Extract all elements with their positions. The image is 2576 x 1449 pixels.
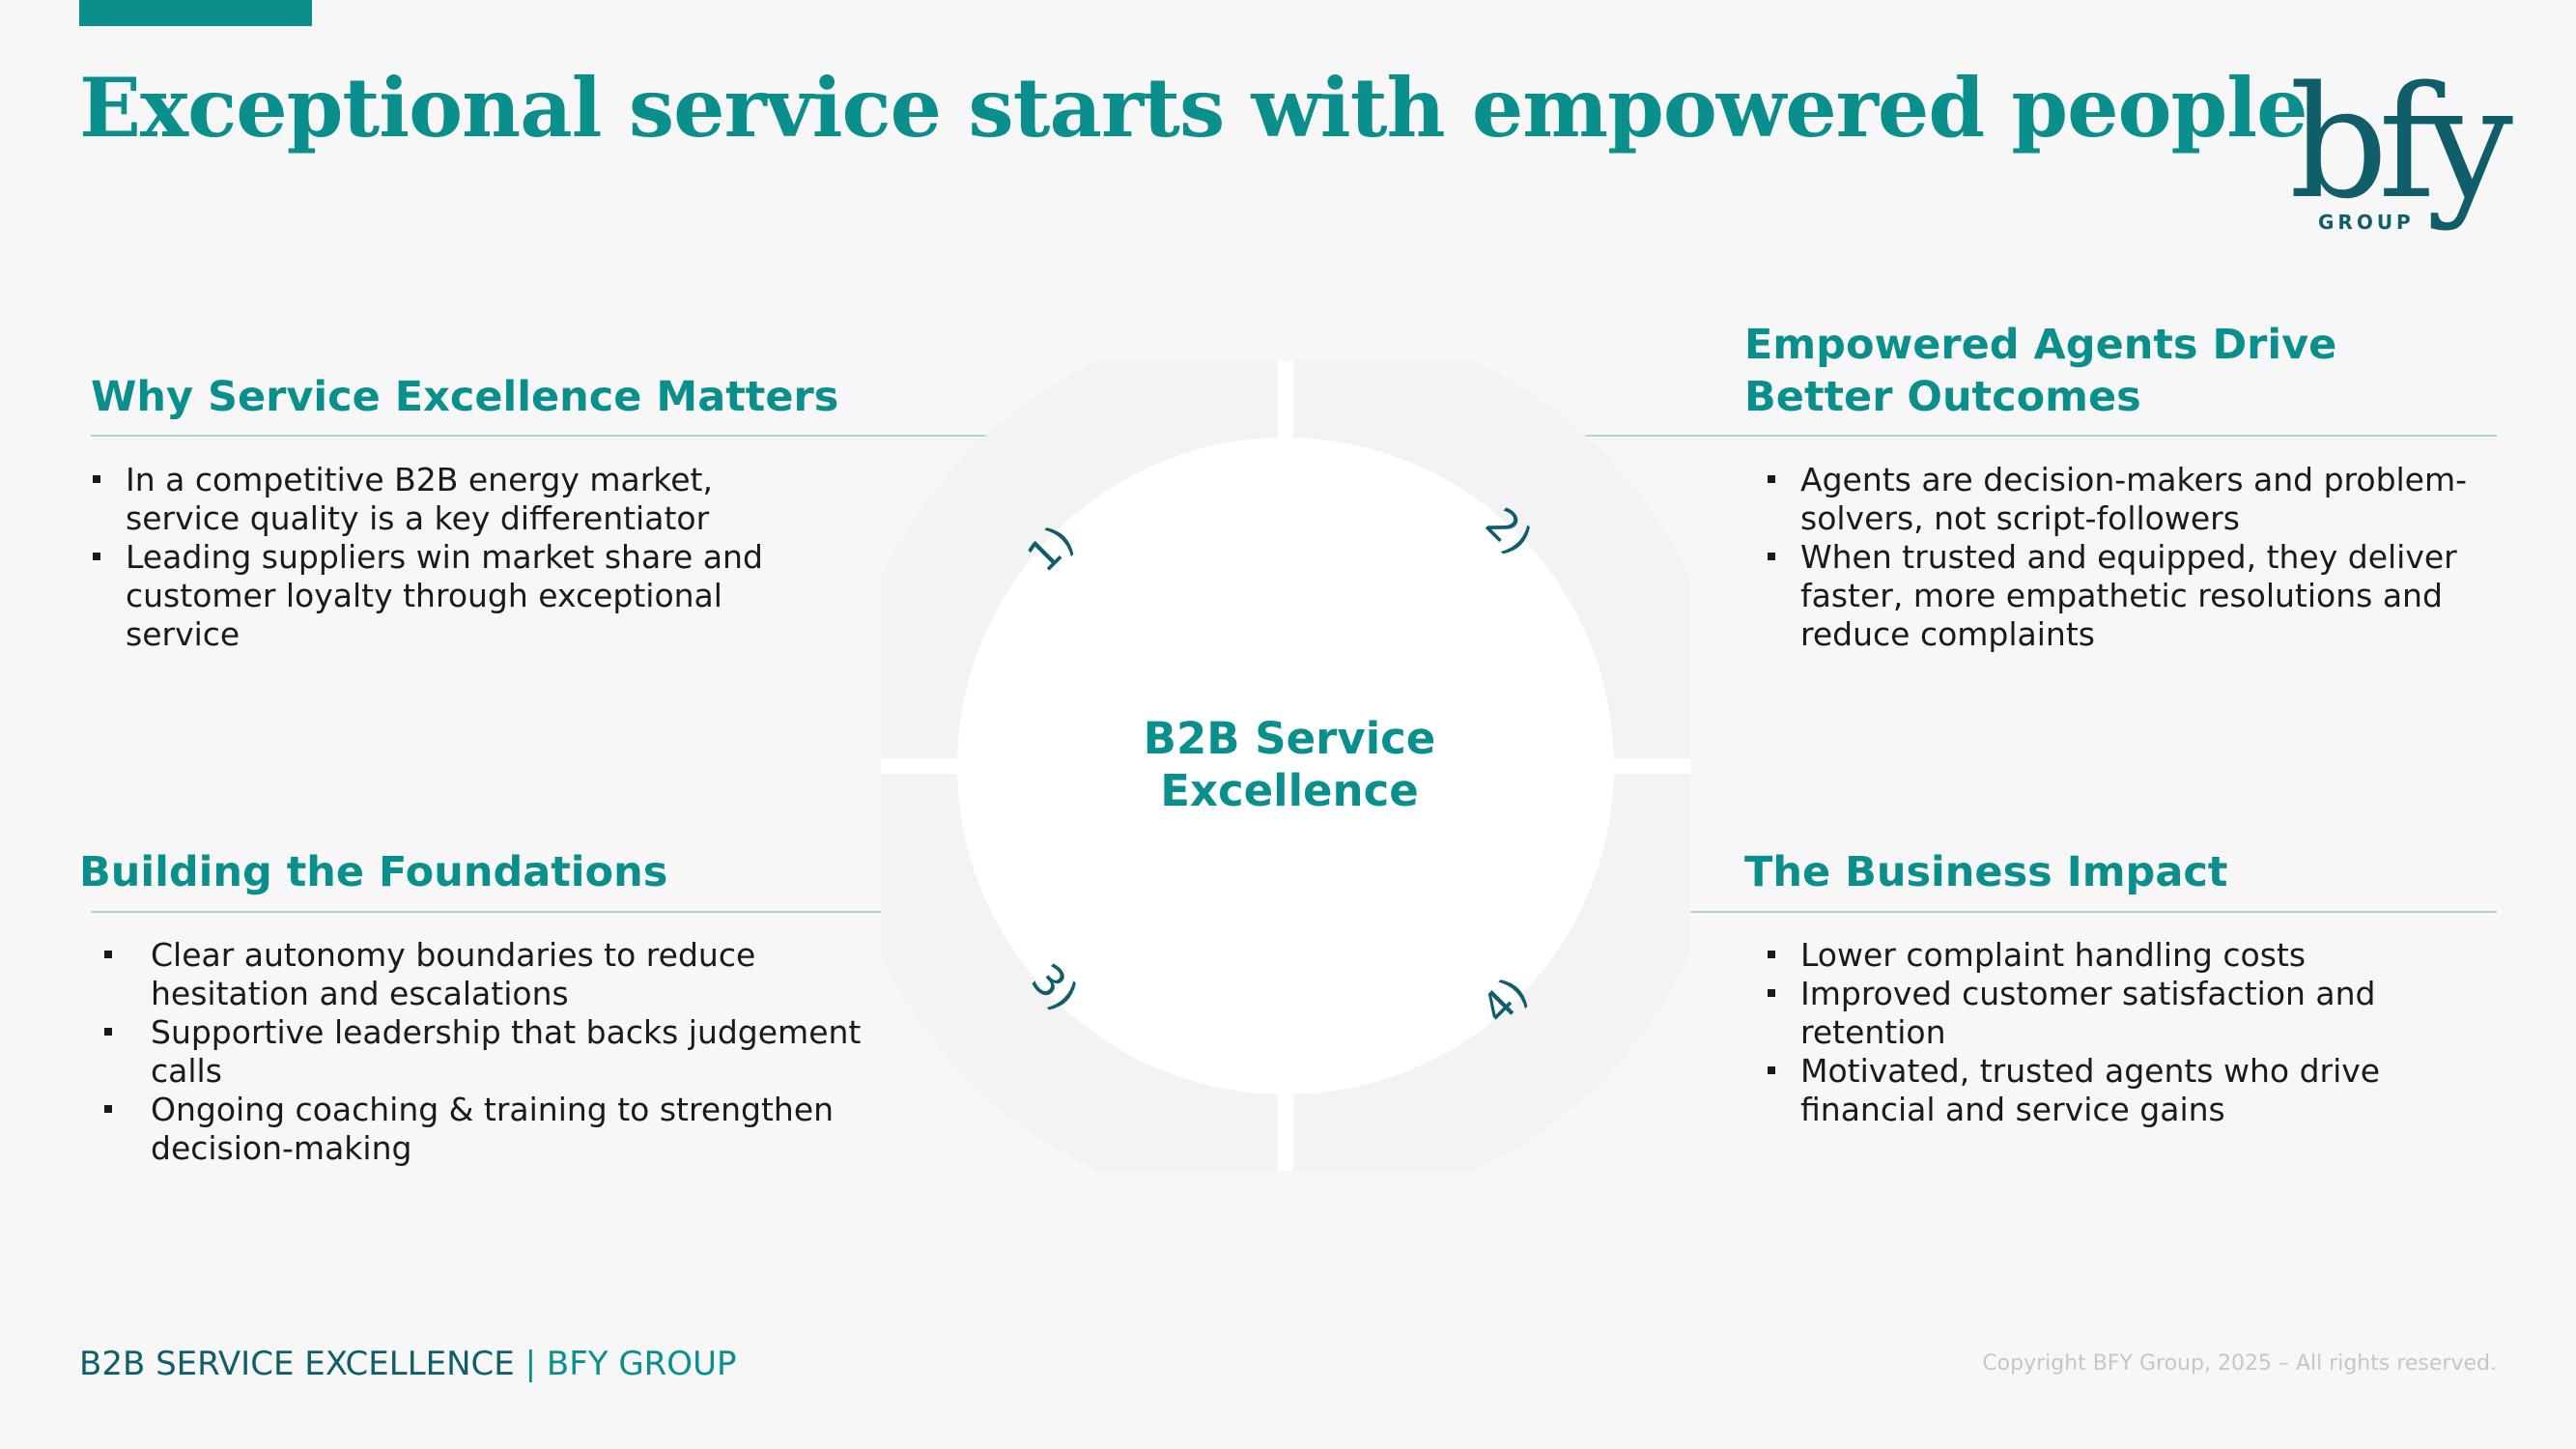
list-item: Ongoing coaching & training to strengthe… <box>91 1091 873 1168</box>
section-title-why: Why Service Excellence Matters <box>91 373 839 421</box>
section-title-impact: The Business Impact <box>1744 848 2228 896</box>
section-rule-agents <box>1516 435 2497 437</box>
quadrant-segment-1 <box>881 361 1287 767</box>
quadrant-segment-2 <box>1285 361 1690 767</box>
quadrant-segments <box>881 361 1690 1171</box>
bfy-logo: bfy GROUP <box>2289 52 2513 240</box>
center-label: B2B Service Excellence <box>1091 713 1487 817</box>
list-item: Clear autonomy boundaries to reduce hesi… <box>91 936 873 1013</box>
section-title-foundations: Building the Foundations <box>79 848 668 896</box>
list-item: Supportive leadership that backs judgeme… <box>91 1013 873 1091</box>
section-rule-foundations <box>91 911 912 913</box>
accent-bar <box>79 0 312 26</box>
list-item: When trusted and equipped, they deliver … <box>1766 538 2500 654</box>
footer-label-main: B2B SERVICE EXCELLENCE <box>79 1345 515 1383</box>
section-title-line: Empowered Agents Drive <box>1744 321 2337 369</box>
list-item: Motivated, trusted agents who drive fina… <box>1766 1052 2500 1129</box>
section-title-line: Better Outcomes <box>1744 373 2141 421</box>
bullet-list-agents: Agents are decision-makers and problem-s… <box>1766 461 2500 654</box>
section-rule-impact <box>1663 911 2497 913</box>
footer-separator: | <box>514 1345 547 1383</box>
bullet-list-why: In a competitive B2B energy market, serv… <box>91 461 825 654</box>
list-item: Improved customer satisfaction and reten… <box>1766 975 2500 1052</box>
service-excellence-wheel: 1) 2) 3) 4) <box>881 361 1690 1171</box>
center-label-line: B2B Service <box>1143 713 1436 764</box>
list-item: Lower complaint handling costs <box>1766 936 2500 975</box>
center-label-line: Excellence <box>1160 765 1419 816</box>
section-title-agents: Empowered Agents Drive Better Outcomes <box>1744 319 2336 423</box>
section-rule-why <box>91 435 1057 437</box>
copyright-notice: Copyright BFY Group, 2025 – All rights r… <box>1982 1351 2497 1376</box>
footer-label: B2B SERVICE EXCELLENCE | BFY GROUP <box>79 1345 736 1383</box>
center-disc <box>1025 505 1546 1027</box>
list-item: Leading suppliers win market share and c… <box>91 538 825 654</box>
list-item: Agents are decision-makers and problem-s… <box>1766 461 2500 538</box>
bullet-list-foundations: Clear autonomy boundaries to reduce hesi… <box>91 936 873 1168</box>
list-item: In a competitive B2B energy market, serv… <box>91 461 825 538</box>
logo-mark: bfy <box>2289 52 2513 233</box>
footer-label-brand: BFY GROUP <box>546 1345 737 1383</box>
logo-subtitle: GROUP <box>2318 211 2415 234</box>
quadrant-segment-4 <box>1285 765 1690 1171</box>
page-title: Exceptional service starts with empowere… <box>79 60 2308 156</box>
bullet-list-impact: Lower complaint handling costs Improved … <box>1766 936 2500 1129</box>
quadrant-segment-3 <box>881 765 1287 1171</box>
